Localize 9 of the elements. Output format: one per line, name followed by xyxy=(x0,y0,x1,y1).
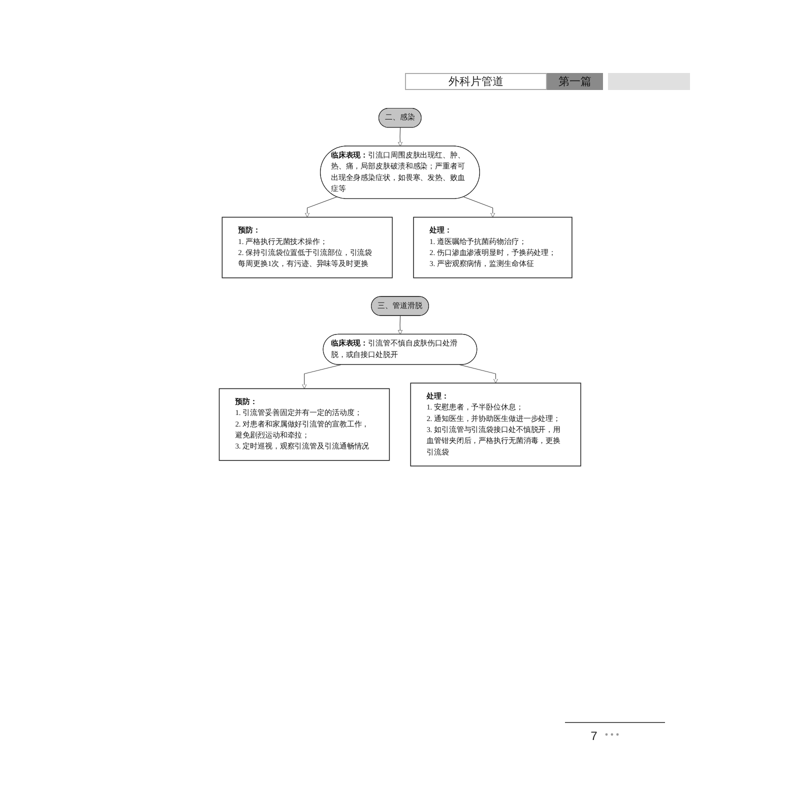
running-header: 外科片管道 xyxy=(405,73,547,90)
page-number: 7 xyxy=(590,729,598,743)
arrow xyxy=(463,196,496,218)
section-tab: 第一篇 xyxy=(547,73,603,90)
arrow xyxy=(304,196,338,218)
arrow xyxy=(398,127,402,146)
arrow xyxy=(459,364,498,384)
arrow xyxy=(398,316,402,335)
arrow xyxy=(302,364,342,389)
